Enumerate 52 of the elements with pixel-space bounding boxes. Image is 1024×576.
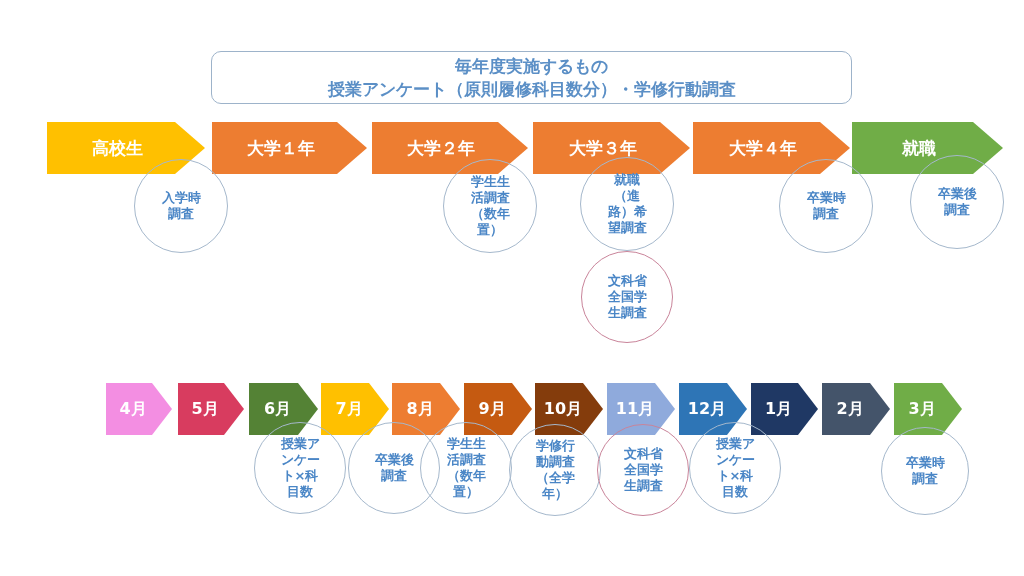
survey-label: 授業アンケート×科目数 <box>714 436 756 500</box>
survey-label: 入学時調査 <box>160 190 202 222</box>
stage-label: 大学４年 <box>728 136 797 160</box>
stage-banner <box>533 122 690 174</box>
note-heading: 毎年度実施するもの <box>455 54 608 78</box>
stage-banner <box>212 122 367 174</box>
month-banner <box>392 383 460 435</box>
survey-label: 学修行動調査（全学年） <box>534 438 576 502</box>
month-label: 6月 <box>263 398 292 420</box>
stage-banner <box>693 122 850 174</box>
month-label: 3月 <box>908 398 936 420</box>
stage-banner <box>372 122 528 174</box>
month-label: 7月 <box>335 398 363 420</box>
month-label: 10月 <box>543 398 583 420</box>
note-panel <box>211 51 852 104</box>
survey-label: 文科省全国学生調査 <box>606 273 648 321</box>
month-banner <box>178 383 244 435</box>
month-label: 4月 <box>119 398 147 420</box>
month-label: 5月 <box>191 398 219 420</box>
stage-label: 高校生 <box>91 136 143 160</box>
survey-label: 授業アンケート×科目数 <box>279 436 321 500</box>
month-label: 2月 <box>836 398 864 420</box>
survey-label: 卒業後調査 <box>936 186 978 218</box>
month-banner <box>106 383 172 435</box>
stage-label: 就職 <box>901 136 936 160</box>
stage-banner <box>47 122 205 174</box>
survey-label: 卒業後調査 <box>373 452 415 484</box>
month-banner <box>894 383 962 435</box>
month-banner <box>464 383 532 435</box>
survey-label: 卒業時調査 <box>904 455 946 487</box>
month-label: 12月 <box>687 398 727 420</box>
survey-label: 就職（進路）希望調査 <box>606 172 648 236</box>
month-banner <box>751 383 818 435</box>
stage-label: 大学２年 <box>407 136 475 160</box>
month-banner <box>822 383 890 435</box>
month-banner <box>535 383 603 435</box>
month-label: 1月 <box>764 398 793 420</box>
month-label: 9月 <box>478 398 506 420</box>
note-text: 授業アンケート（原則履修科目数分）・学修行動調査 <box>327 77 736 101</box>
month-label: 8月 <box>406 398 434 420</box>
month-banner <box>321 383 389 435</box>
survey-label: 卒業時調査 <box>805 190 847 222</box>
stage-label: 大学１年 <box>246 136 315 160</box>
month-label: 11月 <box>615 398 655 420</box>
stage-label: 大学３年 <box>568 136 637 160</box>
month-banner <box>607 383 675 435</box>
stage-banner <box>852 122 1003 174</box>
month-banner <box>679 383 747 435</box>
survey-label: 学生生活調査（数年置） <box>469 174 511 238</box>
month-banner <box>249 383 318 435</box>
survey-label: 学生生活調査（数年置） <box>445 436 487 500</box>
survey-label: 文科省全国学生調査 <box>622 446 664 494</box>
